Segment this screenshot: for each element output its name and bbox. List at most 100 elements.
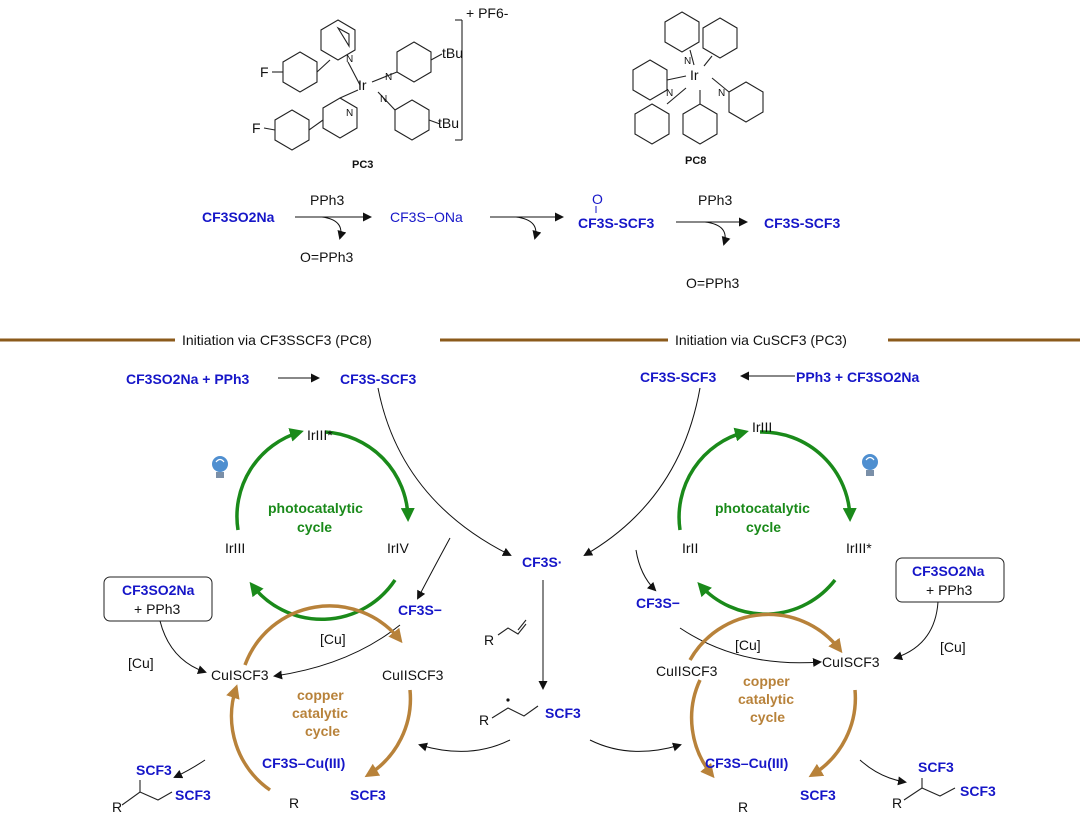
- pc3-n4: N: [346, 108, 353, 119]
- left-product-r: R: [112, 799, 122, 815]
- right-box-line2: + PPh3: [926, 582, 973, 598]
- right-product-scf3-top: SCF3: [918, 759, 954, 775]
- pc8-n2: N: [666, 88, 673, 99]
- left-anion-arrow: [417, 537, 451, 600]
- right-reaction: PPh3 + CF3SO2Na: [796, 369, 920, 385]
- left-photo-title2: cycle: [297, 519, 332, 535]
- right-cu-mid: [Cu]: [735, 637, 761, 653]
- left-photo-arc-bottom: [249, 579, 397, 621]
- pc3-tbu-bottom: tBu: [438, 115, 459, 131]
- right-cu-left: CuIISCF3: [656, 663, 718, 679]
- center-alkene: [497, 623, 527, 636]
- left-lightbulb-icon: [212, 456, 228, 478]
- scheme-oxo: O: [592, 191, 603, 207]
- left-product-chain: [121, 791, 173, 806]
- right-cu-right: CuISCF3: [822, 654, 880, 670]
- pc3-n3: N: [380, 94, 387, 105]
- right-cu-arc-top: [688, 612, 843, 661]
- right-photo-top: IrIII: [752, 419, 772, 435]
- left-reaction: CF3SO2Na + PPh3: [126, 371, 250, 387]
- center-adduct-chain: [491, 705, 539, 719]
- right-header: Initiation via CuSCF3 (PC3): [675, 332, 847, 348]
- right-cu-title2: catalytic: [738, 691, 794, 707]
- right-product-r: R: [892, 795, 902, 811]
- left-to-radical-arrow: [377, 387, 512, 556]
- left-mechanism: CF3SO2Na + PPh3 CF3S-SCF3 photocatalytic…: [103, 371, 451, 815]
- scheme-curl3: [704, 221, 731, 246]
- left-cu-right: CuIISCF3: [382, 667, 444, 683]
- right-to-radical-arrow: [583, 387, 701, 557]
- scheme-intermediate1: CF3S−ONa: [390, 209, 463, 225]
- scheme-reagent1: PPh3: [310, 192, 344, 208]
- center-to-left-arrow: [418, 739, 511, 752]
- scheme-product: CF3S-SCF3: [764, 215, 840, 231]
- center-radical: CF3S·: [522, 554, 562, 570]
- center-mechanism: CF3S· R R SCF3: [377, 387, 701, 752]
- scheme-curl2: [515, 216, 542, 240]
- right-product-scf3-bottom: SCF3: [960, 783, 996, 799]
- pc3-structure: F F tBu tBu Ir N N N N + PF6- PC3: [252, 5, 509, 171]
- pc3-n1: N: [346, 54, 353, 65]
- right-cu-label: [Cu]: [940, 639, 966, 655]
- left-cu-arc-right: [364, 689, 413, 778]
- pc8-n3: N: [718, 88, 725, 99]
- left-cu-left: CuISCF3: [211, 667, 269, 683]
- scheme-reagent2: PPh3: [698, 192, 732, 208]
- right-anion: CF3S−: [636, 595, 680, 611]
- pc3-f-bottom: F: [252, 120, 261, 136]
- left-cu-title1: copper: [297, 687, 344, 703]
- left-cu-bottom: CF3S–Cu(III): [262, 755, 345, 771]
- right-cu-arc-left: [689, 679, 715, 779]
- scheme-byproduct1: O=PPh3: [300, 249, 354, 265]
- pc3-counterion: + PF6-: [466, 5, 509, 21]
- left-cu-title2: catalytic: [292, 705, 348, 721]
- left-photo-arc-right: [324, 430, 415, 522]
- right-reagent-box: [895, 557, 1005, 603]
- left-cu-arc-left: [226, 684, 272, 792]
- center-adduct-scf3: SCF3: [545, 705, 581, 721]
- left-photo-arc-left: [235, 428, 304, 531]
- right-product-arrow: [859, 759, 907, 786]
- left-product: CF3S-SCF3: [340, 371, 416, 387]
- right-box-arrow: [893, 601, 939, 661]
- left-cu-scf3: SCF3: [350, 787, 386, 803]
- right-photo-left: IrII: [682, 540, 698, 556]
- right-anion-arrow: [635, 549, 657, 592]
- left-product-scf3-top: SCF3: [136, 762, 172, 778]
- center-to-right-arrow: [589, 739, 682, 752]
- pc3-f-top: F: [260, 64, 269, 80]
- right-cu-title1: copper: [743, 673, 790, 689]
- left-cu-label: [Cu]: [128, 655, 154, 671]
- pc8-label: PC8: [685, 155, 706, 167]
- left-photo-top: IrIII*: [307, 427, 333, 443]
- pc3-metal: Ir: [358, 77, 367, 93]
- right-photo-title2: cycle: [746, 519, 781, 535]
- left-product-arrow: [173, 759, 206, 779]
- left-photo-title1: photocatalytic: [268, 500, 363, 516]
- right-photo-arc-bottom: [697, 578, 837, 616]
- right-box-line1: CF3SO2Na: [912, 563, 985, 579]
- left-cu-mid: [Cu]: [320, 631, 346, 647]
- left-cu-r: R: [289, 795, 299, 811]
- center-alkene-r: R: [484, 632, 494, 648]
- scheme-start: CF3SO2Na: [202, 209, 275, 225]
- left-photo-left: IrIII: [225, 540, 245, 556]
- left-reagent-box: [103, 576, 213, 622]
- right-cu-bottom: CF3S–Cu(III): [705, 755, 788, 771]
- left-box-line1: CF3SO2Na: [122, 582, 195, 598]
- scheme-intermediate2: CF3S-SCF3: [578, 215, 654, 231]
- scheme-curl1: [321, 216, 347, 240]
- pc3-label: PC3: [352, 159, 373, 171]
- right-cu-arc-right: [808, 689, 858, 778]
- left-product-scf3-bottom: SCF3: [175, 787, 211, 803]
- left-box-line2: + PPh3: [134, 601, 181, 617]
- pc3-n2: N: [385, 72, 392, 83]
- right-product-chain: [903, 787, 956, 801]
- right-photo-arc-right: [759, 430, 857, 522]
- right-mechanism: CF3S-SCF3 PPh3 + CF3SO2Na photocatalytic…: [635, 369, 1005, 815]
- pc8-n1: N: [684, 56, 691, 67]
- left-cu-arc-top: [243, 604, 403, 666]
- scheme-byproduct2: O=PPh3: [686, 275, 740, 291]
- pc8-structure: Ir N N N PC8: [632, 11, 764, 167]
